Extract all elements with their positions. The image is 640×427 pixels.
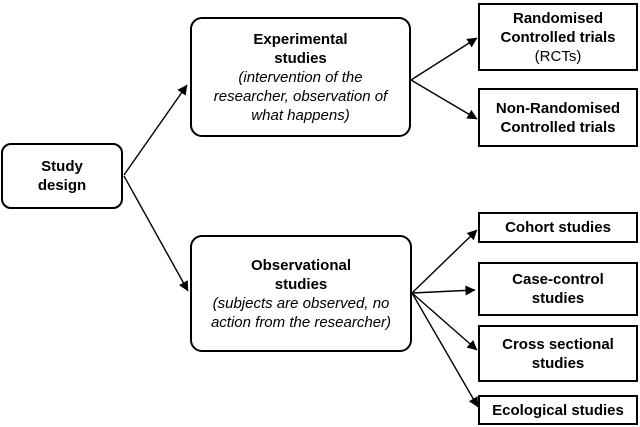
node-title-line: Cohort studies [505, 219, 611, 236]
node-title-line: studies [531, 354, 585, 372]
node-case-control-studies: Case-control studies [478, 262, 638, 316]
node-title-line: Cross sectional [502, 335, 614, 353]
node-title-line: Controlled trials [500, 28, 616, 46]
node-title-line: Ecological studies [492, 401, 624, 419]
node-non-randomised-controlled-trials: Non-Randomised Controlled trials [478, 88, 638, 147]
arrow-experimental-to-randomised [410, 37, 478, 81]
node-ecological-studies: Ecological studies [478, 395, 638, 425]
node-note-line: (RCTs) [534, 47, 582, 65]
node-observational-studies: Observational studies (subjects are obse… [190, 235, 412, 352]
arrow-study-design-to-experimental [123, 84, 188, 176]
node-description-line: what happens) [251, 106, 350, 124]
node-title-line: Case-control [512, 271, 604, 288]
node-title-line: design [37, 177, 87, 194]
node-cross-sectional-studies: Cross sectional studies [478, 325, 638, 382]
node-title-line: studies [274, 49, 327, 67]
node-study-design: Study design [1, 143, 123, 209]
node-description-line: researcher, observation of [213, 87, 388, 105]
node-randomised-controlled-trials: Randomised Controlled trials (RCTs) [478, 3, 638, 71]
node-description-line: (intervention of the [238, 68, 363, 86]
node-title-line: studies [274, 275, 328, 293]
arrow-observational-to-cross-sectional [411, 292, 478, 351]
node-description-line: action from the researcher) [210, 313, 392, 331]
arrow-experimental-to-non-randomised [410, 79, 478, 120]
node-cohort-studies: Cohort studies [478, 212, 638, 243]
arrow-observational-to-case-control [411, 285, 476, 296]
node-description-line: (subjects are observed, no [212, 294, 390, 312]
arrow-observational-to-cohort [411, 229, 478, 294]
arrow-observational-to-ecological [411, 292, 479, 408]
node-title-line: Experimental [253, 30, 348, 48]
node-title-line: Study [41, 158, 83, 175]
arrow-study-design-to-observational [123, 175, 189, 292]
node-title-line: Controlled trials [500, 118, 616, 136]
node-experimental-studies: Experimental studies (intervention of th… [190, 17, 411, 137]
node-title-line: Observational [250, 256, 352, 274]
node-title-line: Randomised [512, 9, 603, 27]
node-title-line: Non-Randomised [495, 99, 621, 117]
node-title-line: studies [531, 290, 585, 307]
